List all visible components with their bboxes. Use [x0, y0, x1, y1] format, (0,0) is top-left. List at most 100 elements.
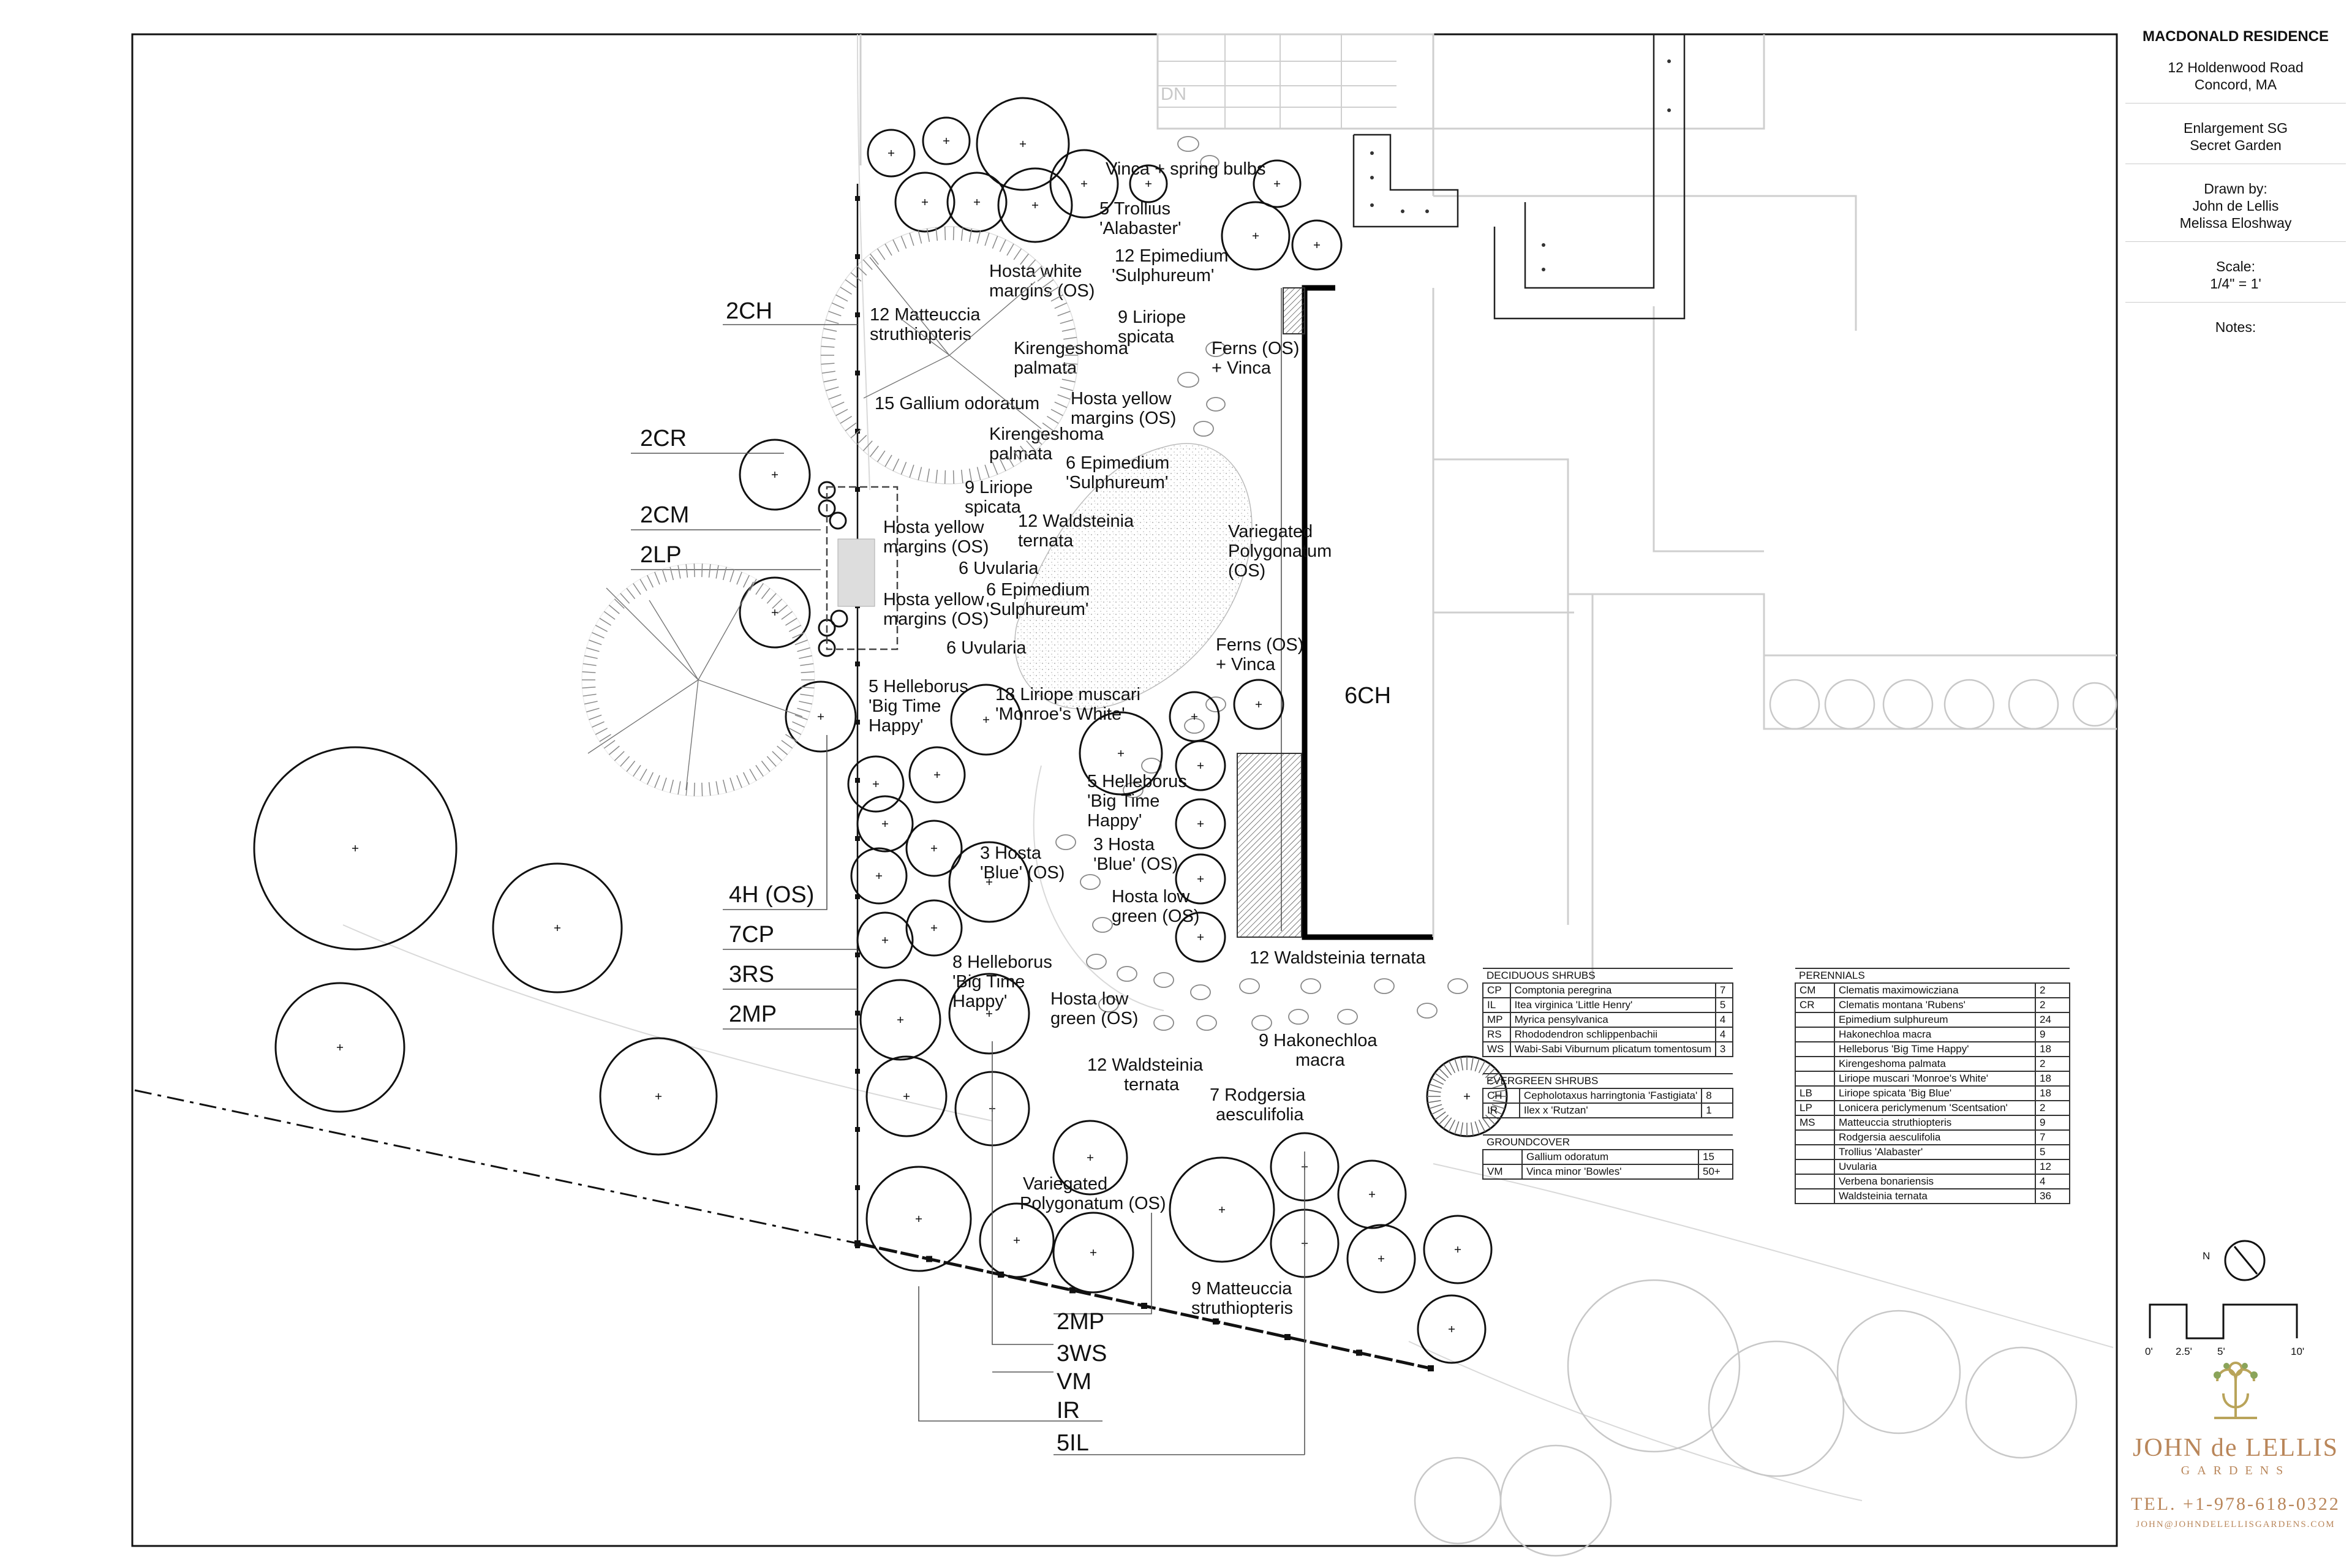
- plant-qty-cell: 24: [2035, 1012, 2070, 1028]
- shrub-center-mark: [882, 821, 888, 827]
- fence-post: [855, 720, 860, 725]
- plant-code-cell: MS: [1795, 1115, 1835, 1131]
- plant-qty-cell: 9: [2035, 1027, 2070, 1042]
- label-hosta-low-b-2: green (OS): [1050, 1009, 1138, 1028]
- shrub-symbol: [1052, 1212, 1134, 1294]
- plant-code-cell: WS: [1482, 1041, 1511, 1057]
- plant-qty-cell: 2: [2035, 1100, 2070, 1116]
- label-hosta-blue-b-1: 3 Hosta: [1093, 835, 1155, 854]
- label-waldsteinia12a-2: ternata: [1018, 531, 1074, 551]
- shrub-center-mark: [1369, 1191, 1375, 1197]
- shrub-center-mark: [876, 873, 882, 879]
- shrub-center-mark: [1090, 1250, 1096, 1256]
- label-epimedium6b-2: 'Sulphureum': [986, 600, 1088, 619]
- plant-qty-cell: 9: [2035, 1115, 2070, 1131]
- shrub-center-mark: [986, 1011, 992, 1017]
- plant-code-cell: CR: [1795, 997, 1835, 1013]
- fence-post: [855, 312, 860, 317]
- label-polygonatum-b-1: Variegated: [1023, 1174, 1107, 1194]
- gate-paving: [837, 538, 875, 607]
- table-row: Helleborus 'Big Time Happy'18: [1795, 1041, 2070, 1057]
- shrub-symbol: [1417, 1294, 1487, 1364]
- scale-block: Scale: 1/4" = 1': [2125, 258, 2346, 303]
- plant-name-cell: Verbena bonariensis: [1834, 1174, 2036, 1189]
- table-title: GROUNDCOVER: [1483, 1134, 1733, 1150]
- shrub-center-mark: [772, 472, 778, 478]
- shrub-center-mark: [818, 714, 824, 720]
- label-waldsteinia12b: 12 Waldsteinia ternata: [1250, 948, 1426, 968]
- shrub-callouts: 2CH 2CR 2CM 2LP 4H (OS) 7CP 3RS 2MP 6CH …: [640, 298, 1391, 1456]
- fence-post: [855, 952, 860, 957]
- shrub-center-mark: [888, 150, 894, 156]
- callout-7cp: 7CP: [729, 922, 774, 948]
- shrub-symbol: [950, 684, 1022, 756]
- shrub-center-mark: [1449, 1326, 1455, 1332]
- label-epimedium6b-1: 6 Epimedium: [986, 580, 1090, 600]
- shrub-symbol: [847, 755, 905, 813]
- plant-name-cell: Rhododendron schlippenbachii: [1509, 1027, 1716, 1042]
- label-liriope9a-2: spicata: [1118, 327, 1175, 347]
- shrub-center-mark: [943, 138, 949, 144]
- label-kiren-a-2: palmata: [1014, 358, 1077, 378]
- fence-post: [855, 1185, 860, 1190]
- plant-name-cell: Itea virginica 'Little Henry': [1509, 997, 1716, 1013]
- label-helleborus5b-2: 'Big Time: [1087, 791, 1159, 811]
- label-waldsteinia12a-1: 12 Waldsteinia: [1018, 511, 1134, 531]
- shrub-symbol: [865, 1166, 972, 1272]
- logo-brand-name: JOHN de LELLIS: [2133, 1434, 2339, 1462]
- shrub-symbol: [905, 899, 963, 957]
- table-title-row: PERENNIALS: [1795, 968, 2070, 984]
- plant-code-cell: [1795, 1041, 1835, 1057]
- label-polygonatum-a-3: (OS): [1228, 561, 1265, 581]
- shrub-center-mark: [337, 1044, 343, 1050]
- vine-symbol: [830, 609, 848, 628]
- label-polygonatum-a-1: Variegated: [1228, 522, 1313, 541]
- plant-qty-cell: 2: [2035, 997, 2070, 1013]
- address-line-1: 12 Holdenwood Road: [2168, 59, 2304, 75]
- label-epimedium6a-2: 'Sulphureum': [1066, 473, 1168, 492]
- shrub-center-mark: [1253, 233, 1259, 239]
- label-hosta-low-a-1: Hosta low: [1112, 887, 1190, 907]
- shrub-center-mark: [1455, 1246, 1461, 1253]
- tree-branches: [587, 257, 1042, 791]
- shrub-center-mark: [1378, 1256, 1384, 1262]
- plant-labels: Vinca + spring bulbs 5 Trollius 'Alabast…: [869, 159, 1426, 1318]
- wall-post: [1284, 1334, 1291, 1340]
- sheet-title-2: Secret Garden: [2190, 137, 2282, 153]
- project-name: MACDONALD RESIDENCE: [2142, 28, 2329, 45]
- plant-name-cell: Uvularia: [1834, 1159, 2036, 1175]
- plant-qty-cell: 7: [1714, 982, 1734, 998]
- callout-ir: IR: [1057, 1398, 1080, 1423]
- shrub-center-mark: [655, 1093, 662, 1099]
- label-hosta-white-2: margins (OS): [989, 281, 1095, 301]
- shrub-symbol: [1052, 1120, 1128, 1196]
- plant-name-cell: Liriope spicata 'Big Blue': [1834, 1085, 2036, 1101]
- callout-4h: 4H (OS): [729, 882, 814, 908]
- plant-name-cell: Waldsteinia ternata: [1834, 1188, 2036, 1204]
- shrub-symbol: [867, 129, 916, 178]
- plant-name-cell: Rodgersia aesculifolia: [1834, 1129, 2036, 1145]
- shrub-symbol: [865, 1055, 948, 1137]
- callout-2mp-left: 2MP: [729, 1001, 777, 1027]
- label-helleborus8-2: 'Big Time: [952, 972, 1025, 992]
- shrub-center-mark: [1191, 714, 1197, 720]
- callout-2mp-bottom: 2MP: [1057, 1309, 1104, 1335]
- shrub-center-mark: [934, 772, 940, 778]
- bar-scale: [2149, 1303, 2298, 1340]
- label-hosta-blue-b-2: 'Blue' (OS): [1093, 854, 1178, 874]
- plant-code-cell: [1795, 1159, 1835, 1175]
- shrub-center-mark: [1081, 181, 1087, 187]
- drawn-by-name-2: Melissa Eloshway: [2179, 215, 2292, 231]
- label-ferns-vinca-a-2: + Vinca: [1212, 358, 1272, 378]
- label-rodgersia-2: aesculifolia: [1216, 1105, 1304, 1125]
